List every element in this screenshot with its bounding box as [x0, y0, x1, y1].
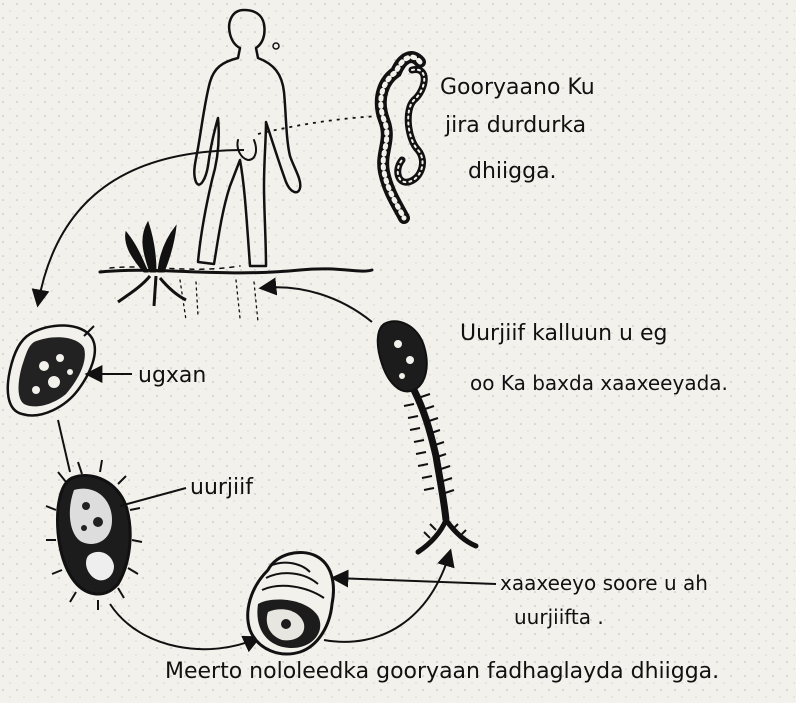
adult-worm-label-line-3: dhiigga. — [468, 159, 557, 184]
miracidium-label: uurjiif — [190, 475, 254, 500]
cercaria-label-line-1: Uurjiif kalluun u eg — [460, 321, 668, 346]
adult-worm-label-line-1: Gooryaano Ku — [440, 75, 595, 100]
diagram-caption: Meerto nololeedka gooryaan fadhaglayda d… — [165, 659, 719, 684]
snail-label-line-2: uurjiifta . — [514, 605, 604, 629]
egg-label: ugxan — [138, 363, 206, 388]
adult-worm-label-line-2: jira durdurka — [444, 113, 586, 138]
snail-label-line-1: xaaxeeyo soore u ah — [500, 571, 708, 595]
cercaria-label-line-2: oo Ka baxda xaaxeeyada. — [470, 371, 728, 395]
